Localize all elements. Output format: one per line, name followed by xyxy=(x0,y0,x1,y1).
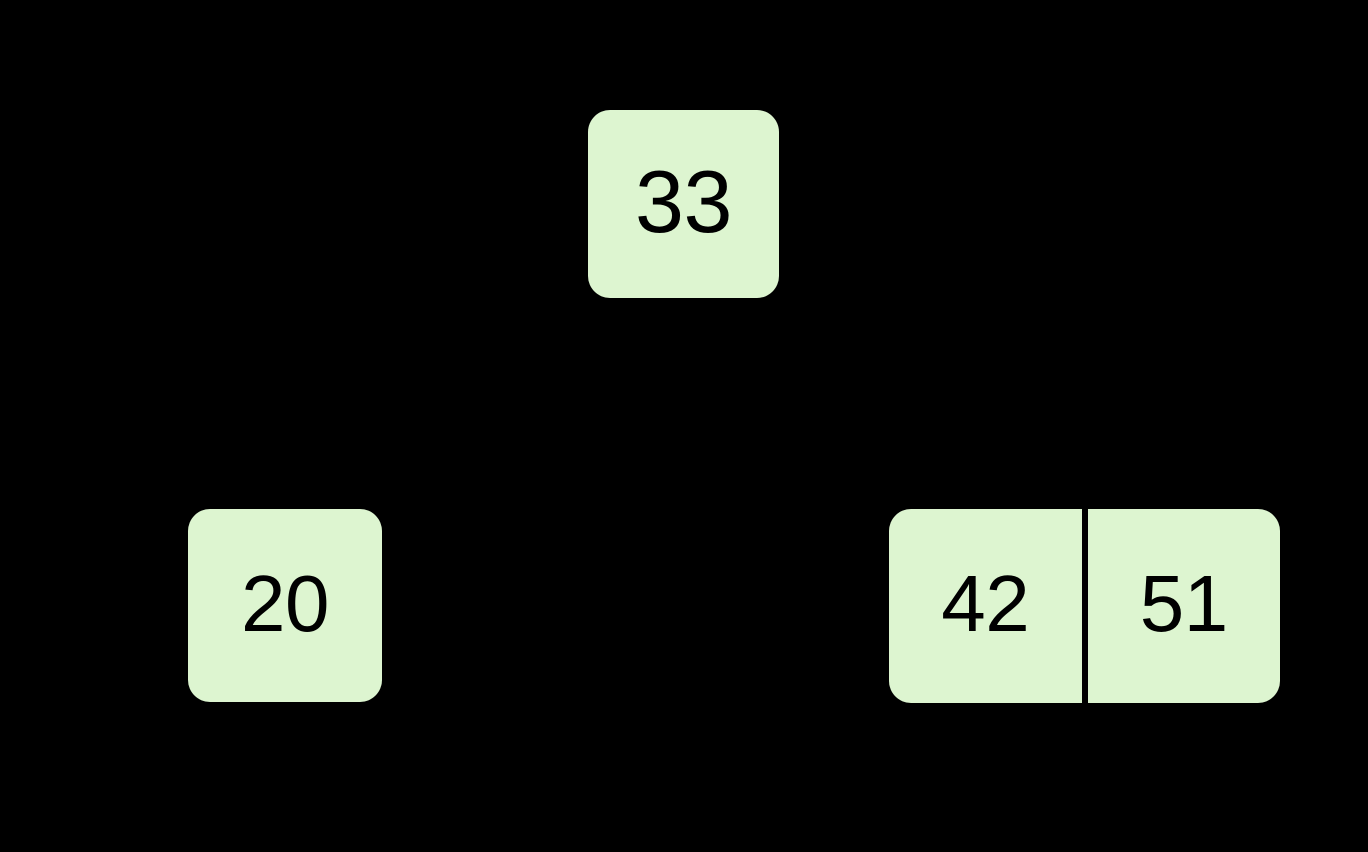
tree-node-left-child-key-0[interactable]: 20 xyxy=(241,558,329,648)
tree-node-right-child-key-0[interactable]: 42 xyxy=(941,559,1030,648)
tree-node-right-child-key-1[interactable]: 51 xyxy=(1139,559,1228,648)
tree-node-right-child[interactable]: 42 51 xyxy=(889,509,1280,703)
tree-node-root[interactable]: 33 xyxy=(588,110,779,298)
tree-node-left-child[interactable]: 20 xyxy=(188,509,382,702)
key-divider-icon xyxy=(1081,509,1088,703)
tree-node-root-key-0[interactable]: 33 xyxy=(635,152,732,251)
